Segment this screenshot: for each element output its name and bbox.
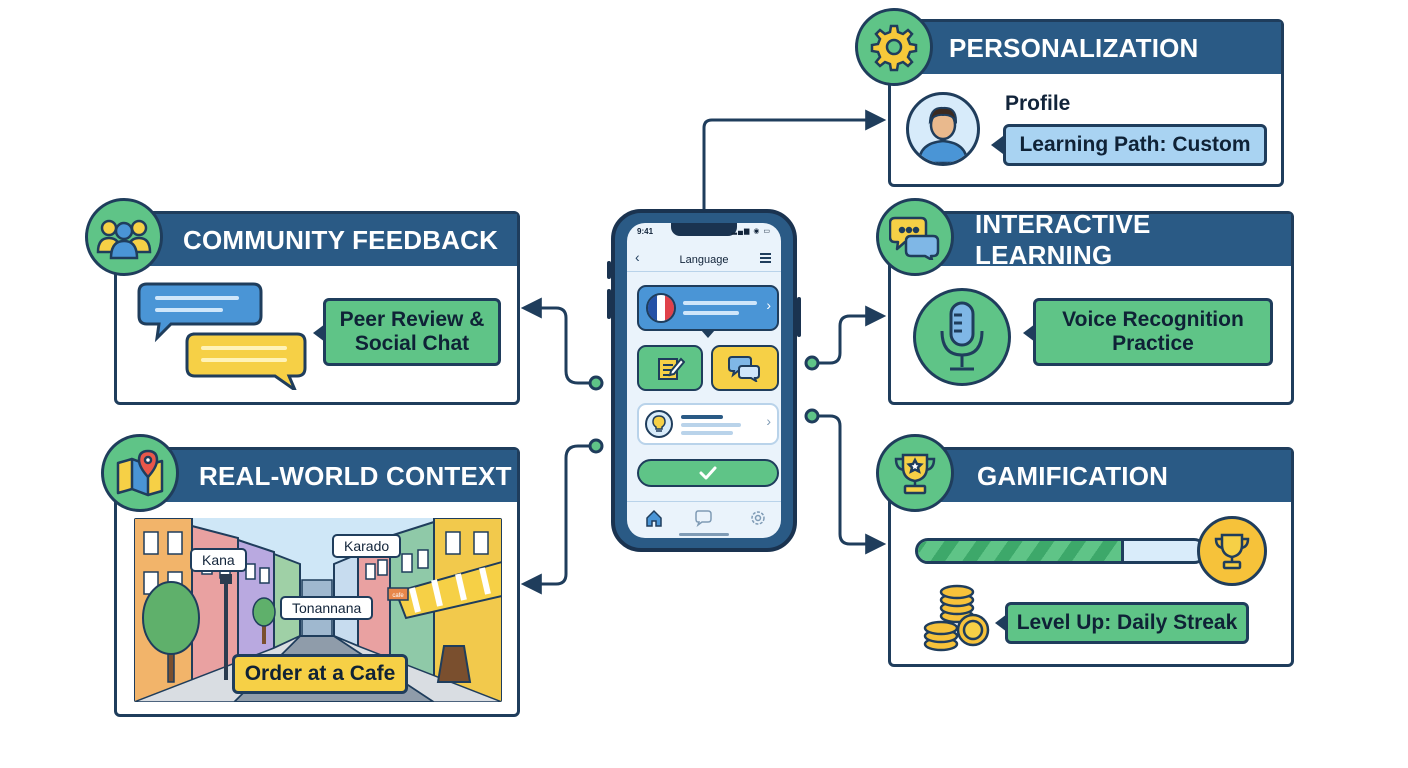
coins-icon bbox=[923, 584, 990, 652]
avatar bbox=[906, 92, 980, 166]
lightbulb-icon bbox=[645, 410, 673, 438]
gamification-title: GAMIFICATION bbox=[977, 460, 1169, 491]
label-tag-karado: Karado bbox=[332, 534, 402, 558]
menu-icon[interactable] bbox=[760, 253, 771, 263]
realworld-header: REAL-WORLD CONTEXT bbox=[117, 450, 517, 502]
people-badge bbox=[85, 198, 163, 276]
microphone-badge bbox=[913, 288, 1011, 386]
connector-community bbox=[520, 297, 594, 385]
peer-review-label: Peer Review & Social Chat bbox=[339, 307, 485, 355]
trophy-icon bbox=[1214, 533, 1250, 570]
status-icons: ▂▄▆ ◉ ▭ bbox=[731, 228, 771, 235]
check-button[interactable] bbox=[637, 459, 779, 487]
order-cafe-label: Order at a Cafe bbox=[244, 661, 396, 685]
community-title: COMMUNITY FEEDBACK bbox=[183, 224, 499, 255]
connector-dot bbox=[804, 355, 820, 371]
connector-interactive bbox=[813, 305, 887, 365]
voice-recognition-label: Voice Recognition Practice bbox=[1062, 307, 1244, 355]
learning-path-pill: Learning Path: Custom bbox=[1003, 124, 1267, 166]
chat-badge bbox=[876, 198, 954, 276]
personalization-header: PERSONALIZATION bbox=[891, 22, 1281, 74]
chat-bubbles-icon bbox=[728, 356, 760, 382]
connector-dot bbox=[804, 408, 820, 424]
realworld-title: REAL-WORLD CONTEXT bbox=[199, 460, 512, 491]
streak-progress-fill bbox=[918, 541, 1124, 561]
connector-realworld bbox=[520, 444, 594, 595]
check-icon bbox=[699, 466, 717, 480]
tip-row[interactable]: › bbox=[637, 403, 779, 445]
france-flag-icon bbox=[646, 293, 676, 323]
connector-gamification bbox=[813, 414, 887, 555]
streak-progress-bar bbox=[915, 538, 1207, 564]
avatar-icon bbox=[917, 106, 969, 163]
chevron-right-icon: › bbox=[766, 413, 771, 429]
label-tag-kana: Kana bbox=[190, 548, 247, 572]
interactive-header: INTERACTIVE LEARNING bbox=[891, 209, 1291, 270]
label-tag-tonannana: Tonannana bbox=[280, 596, 374, 620]
connector-personalization bbox=[702, 109, 887, 209]
chat-messages-icon bbox=[137, 282, 307, 390]
personalization-title: PERSONALIZATION bbox=[949, 32, 1199, 63]
chat-tab-icon[interactable] bbox=[695, 509, 715, 527]
connector-dot bbox=[588, 375, 604, 391]
voice-recognition-pill: Voice Recognition Practice bbox=[1033, 298, 1273, 366]
gear-badge bbox=[855, 8, 933, 86]
profile-label: Profile bbox=[1005, 92, 1071, 115]
home-icon[interactable] bbox=[645, 509, 663, 527]
settings-tab-icon[interactable] bbox=[749, 509, 767, 527]
chevron-right-icon: › bbox=[766, 297, 771, 313]
map-badge bbox=[101, 434, 179, 512]
phone-screen: 9:41 ▂▄▆ ◉ ▭ ‹ Language › bbox=[627, 223, 781, 538]
daily-streak-label: Level Up: Daily Streak bbox=[1016, 610, 1238, 634]
interactive-title: INTERACTIVE LEARNING bbox=[975, 209, 1151, 270]
gamification-header: GAMIFICATION bbox=[891, 450, 1291, 502]
screen-title: Language bbox=[679, 254, 729, 266]
people-icon bbox=[96, 219, 152, 260]
community-feedback-card: COMMUNITY FEEDBACK Peer Review & Social … bbox=[114, 211, 520, 405]
language-row[interactable]: › bbox=[637, 285, 779, 331]
trophy-icon bbox=[894, 453, 936, 495]
community-header: COMMUNITY FEEDBACK bbox=[117, 214, 517, 266]
notes-tile[interactable] bbox=[637, 345, 703, 391]
cafe-sign: cafe bbox=[392, 593, 404, 599]
trophy-coin bbox=[1197, 516, 1267, 586]
microphone-icon bbox=[940, 301, 984, 371]
order-cafe-pill: Order at a Cafe bbox=[232, 654, 408, 694]
learning-path-label: Learning Path: Custom bbox=[1019, 132, 1251, 156]
personalization-card: PERSONALIZATION Profile Learning Path: C… bbox=[888, 19, 1284, 187]
map-pin-icon bbox=[116, 449, 164, 497]
daily-streak-pill: Level Up: Daily Streak bbox=[1005, 602, 1249, 644]
trophy-badge bbox=[876, 434, 954, 512]
real-world-context-card: REAL-WORLD CONTEXT bbox=[114, 447, 520, 717]
chat-bubbles-icon bbox=[889, 216, 940, 260]
chat-tile[interactable] bbox=[711, 345, 779, 391]
status-time: 9:41 bbox=[637, 227, 654, 236]
interactive-learning-card: INTERACTIVE LEARNING Voice Recognition P… bbox=[888, 209, 1294, 405]
gear-icon bbox=[870, 24, 918, 72]
connector-dot bbox=[588, 438, 604, 454]
phone-app-mockup: 9:41 ▂▄▆ ◉ ▭ ‹ Language › bbox=[607, 209, 801, 552]
back-icon[interactable]: ‹ bbox=[635, 249, 640, 265]
peer-review-pill: Peer Review & Social Chat bbox=[323, 298, 501, 366]
gamification-card: GAMIFICATION Level Up: Daily St bbox=[888, 447, 1294, 667]
notepad-icon bbox=[658, 357, 685, 380]
home-indicator bbox=[679, 533, 729, 536]
